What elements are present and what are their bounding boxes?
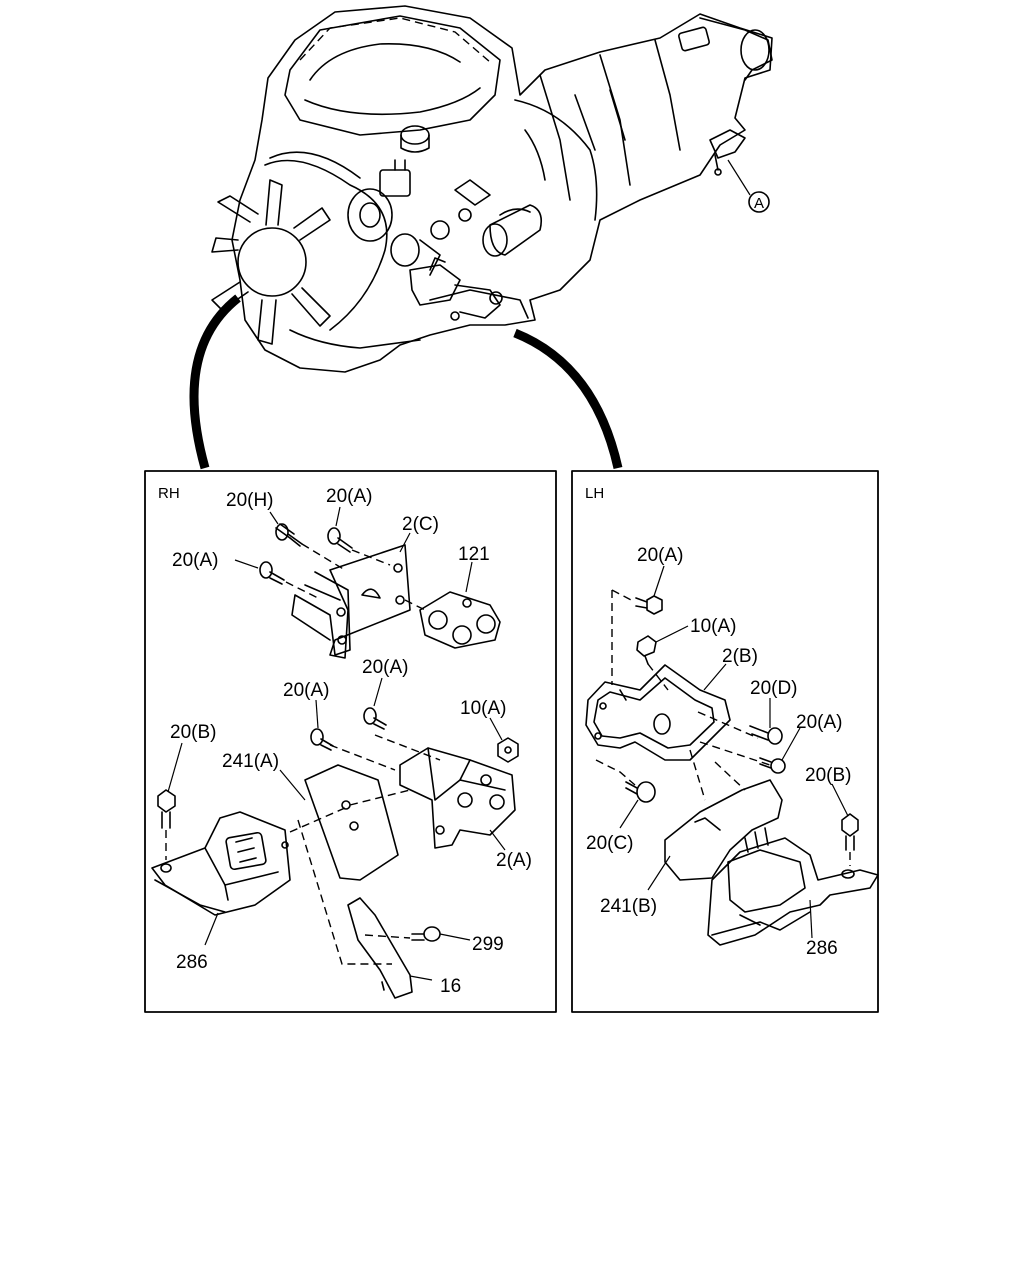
label-lh-20a-right: 20(A) (796, 712, 842, 733)
bolt-20b-rh (157, 789, 176, 860)
lh-detail-panel: LH (571, 470, 879, 1013)
bolt-20a-left (259, 561, 319, 599)
nut-10a (497, 737, 519, 763)
lh-pointer-arc (513, 328, 623, 469)
bolt-299 (411, 926, 441, 942)
label-2a: 2(A) (496, 850, 532, 871)
heat-shield-241b (664, 749, 783, 881)
bolt-20a-mid2 (363, 707, 387, 730)
bolt-20h (275, 523, 346, 571)
label-299: 299 (472, 934, 504, 955)
label-lh-20b: 20(B) (805, 765, 851, 786)
label-lh-10a: 10(A) (690, 616, 736, 637)
bracket-2b (585, 589, 771, 786)
bolt-20c (625, 781, 656, 803)
heat-shield-241a (289, 764, 411, 881)
bracket-16 (297, 819, 413, 999)
label-121: 121 (458, 544, 490, 565)
callout-a-label: A (754, 195, 764, 212)
label-lh-2b: 2(B) (722, 646, 758, 667)
lh-panel-title: LH (585, 485, 604, 502)
bolt-20a-lh-right (759, 757, 786, 774)
label-10a: 10(A) (460, 698, 506, 719)
bolt-20a-top (327, 527, 391, 566)
rh-panel-title: RH (158, 485, 180, 502)
label-241a: 241(A) (222, 751, 279, 772)
label-lh-286: 286 (806, 938, 838, 959)
engine-transmission-assembly: A (211, 5, 773, 373)
bracket-2a (329, 734, 516, 849)
bolt-20a-lh-top (635, 595, 663, 615)
mount-286-rh (151, 811, 291, 916)
label-20a-mid1: 20(A) (283, 680, 329, 701)
label-20h: 20(H) (226, 490, 274, 511)
rh-detail-panel: RH (144, 470, 557, 1013)
label-lh-20c: 20(C) (586, 833, 634, 854)
label-286: 286 (176, 952, 208, 973)
label-20b: 20(B) (170, 722, 216, 743)
label-lh-20a-top: 20(A) (637, 545, 683, 566)
label-20a-top: 20(A) (326, 486, 372, 507)
bolt-20d (749, 725, 783, 745)
insulator-121 (404, 591, 501, 649)
mount-286-lh (707, 827, 879, 946)
label-20a-left: 20(A) (172, 550, 218, 571)
bolt-20b-lh (841, 813, 859, 866)
cooling-fan (211, 179, 331, 345)
bolt-20a-mid1 (310, 728, 334, 751)
label-2c: 2(C) (402, 514, 439, 535)
label-lh-241b: 241(B) (600, 896, 657, 917)
detail-pointer-arcs (189, 294, 623, 470)
label-20a-mid2: 20(A) (362, 657, 408, 678)
bracket-2c (291, 544, 411, 659)
nut-10a-lh (636, 635, 669, 691)
label-lh-20d: 20(D) (750, 678, 798, 699)
rh-pointer-arc (189, 294, 241, 470)
label-16: 16 (440, 976, 461, 997)
